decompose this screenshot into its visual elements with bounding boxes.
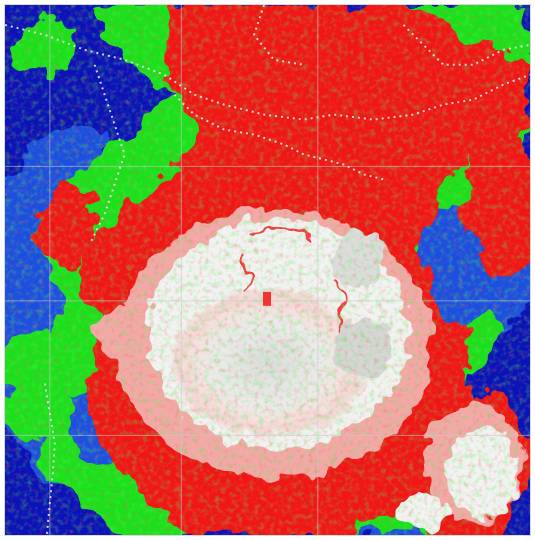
red-speckle — [5, 5, 530, 535]
country-borders — [5, 5, 530, 535]
center-marker — [263, 291, 271, 306]
satellite-imagery — [4, 4, 531, 536]
cyclone-scene — [5, 5, 530, 535]
